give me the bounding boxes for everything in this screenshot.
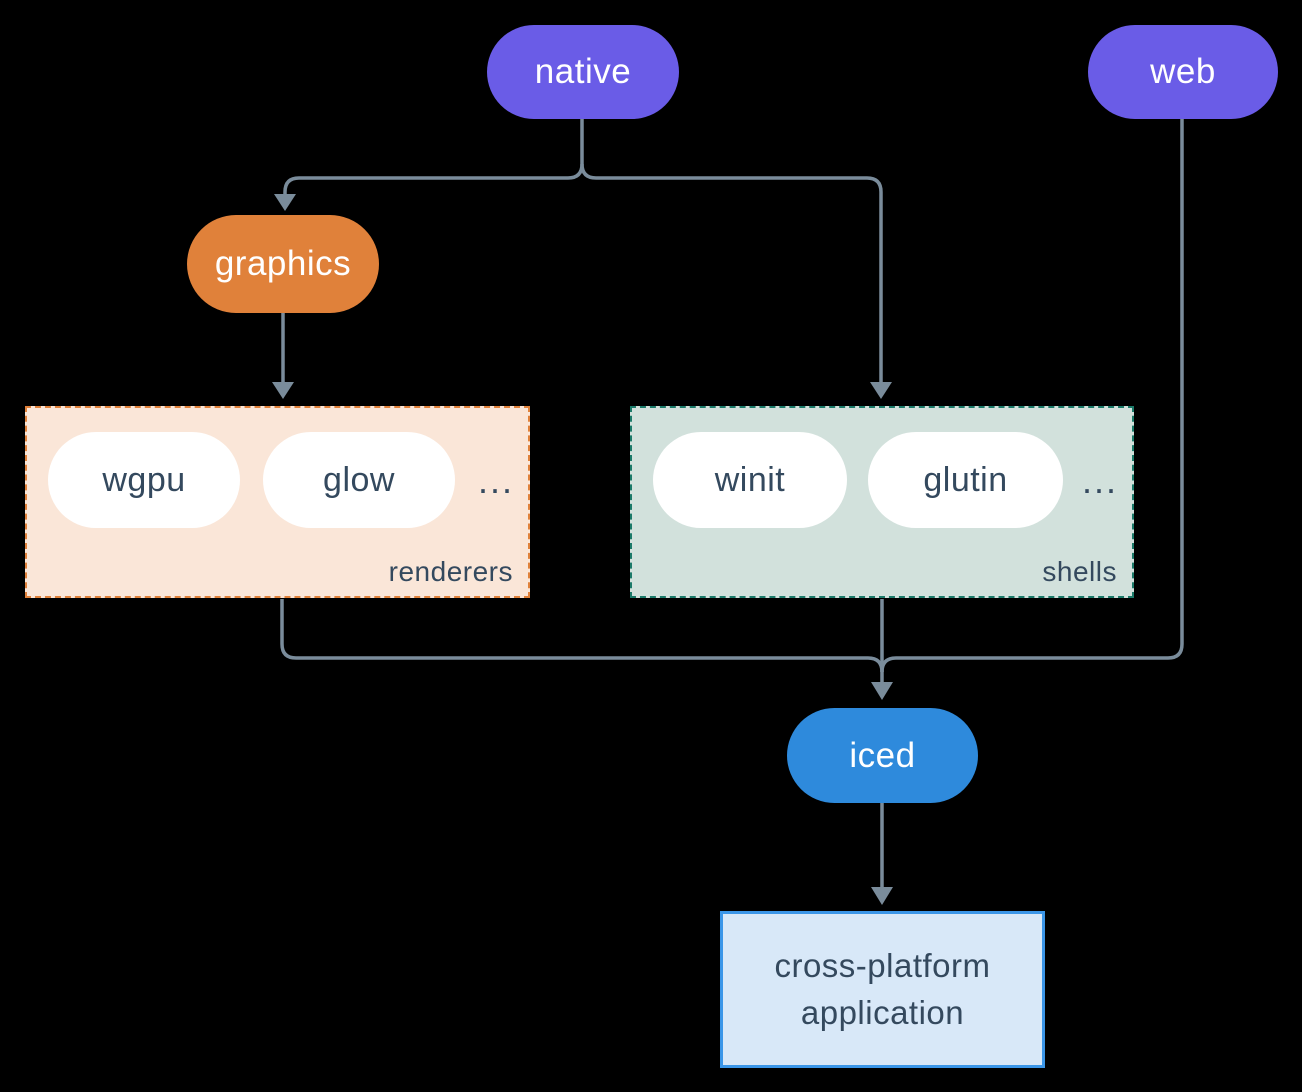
arrowhead-graphics (274, 194, 296, 211)
node-web: web (1088, 25, 1278, 119)
node-winit: winit (653, 432, 847, 528)
arrowhead-iced (871, 682, 893, 700)
shells-group-label: shells (1042, 556, 1117, 587)
node-native-label: native (534, 52, 632, 91)
arrowhead-application (871, 887, 893, 905)
edge-renderers-to-merge (280, 599, 884, 673)
arrowhead-renderers (272, 382, 294, 399)
renderers-ellipsis: ... (477, 460, 514, 501)
group-renderers: wgpu glow ... renderers (25, 406, 530, 598)
node-wgpu: wgpu (48, 432, 240, 528)
node-graphics-label: graphics (214, 244, 352, 283)
arrowhead-shells (870, 382, 892, 399)
node-native: native (487, 25, 679, 119)
node-wgpu-label: wgpu (102, 460, 186, 499)
shells-ellipsis: ... (1081, 460, 1118, 501)
group-shells: winit glutin ... shells (630, 406, 1134, 598)
application-label-line1: cross-platform (774, 946, 991, 984)
node-web-label: web (1150, 52, 1216, 91)
node-glutin: glutin (868, 432, 1063, 528)
application-label-line2: application (800, 993, 965, 1031)
node-iced-label: iced (849, 735, 916, 775)
edge-native-to-shells (580, 163, 883, 384)
node-iced: iced (787, 708, 978, 803)
node-winit-label: winit (714, 460, 786, 499)
node-glow-label: glow (323, 460, 395, 499)
node-glow: glow (263, 432, 455, 528)
node-cross-platform-application: cross-platform application (720, 911, 1045, 1068)
node-graphics: graphics (187, 215, 379, 313)
node-glutin-label: glutin (923, 460, 1008, 499)
edge-native-to-graphics (283, 163, 584, 196)
renderers-group-label: renderers (388, 556, 513, 587)
